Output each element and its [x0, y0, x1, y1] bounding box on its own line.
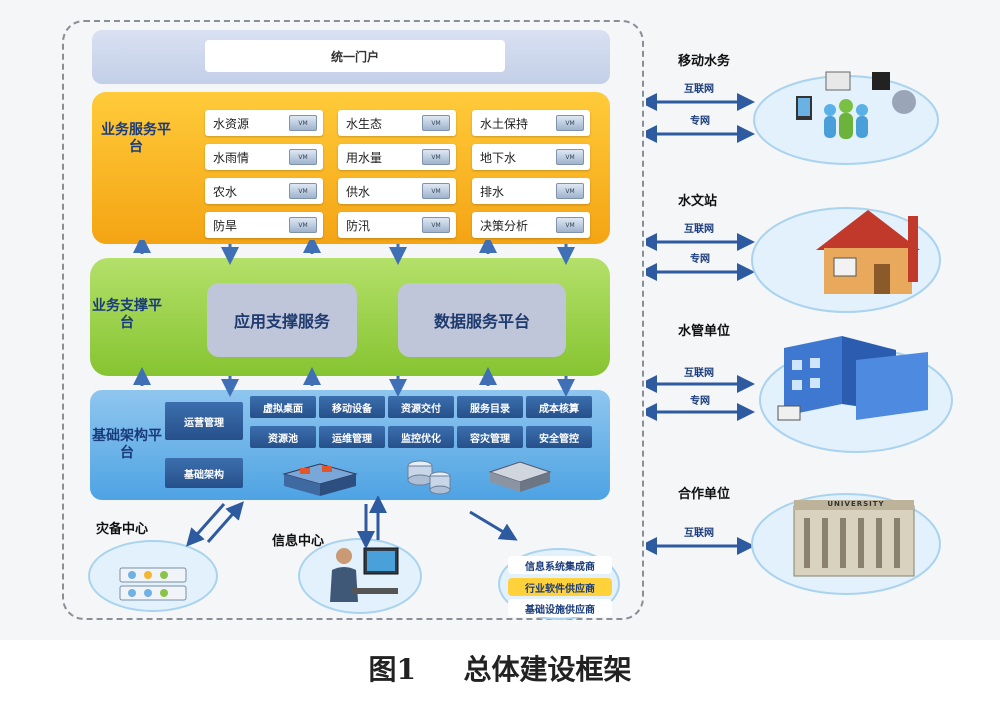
service-3-1[interactable]: 防汛 VM	[338, 212, 456, 238]
service-0-0[interactable]: 水资源 VM	[205, 110, 323, 136]
service-1-2[interactable]: 地下水 VM	[472, 144, 590, 170]
business-platform-label: 业务服务平台	[101, 122, 171, 155]
external-node-label-0: 移动水务	[678, 54, 731, 69]
external-node-label-1: 水文站	[678, 194, 718, 209]
server-rack-icon	[282, 463, 358, 496]
infra-row2-2[interactable]: 监控优化	[388, 426, 454, 448]
figure-title: 总体建设框架	[463, 653, 632, 686]
infra-row1-4[interactable]: 成本核算	[526, 396, 592, 418]
vm-icon: VM	[556, 183, 584, 199]
water-management-unit-cloud	[759, 336, 953, 453]
infra-platform-label: 基础架构平台	[92, 428, 162, 461]
service-label: 防汛	[346, 218, 371, 233]
network-link-label: 互联网	[684, 368, 714, 379]
figure-caption: 图1 总体建设框架	[0, 648, 1000, 688]
service-label: 水生态	[346, 116, 383, 131]
university-sign: UNIVERSITY	[827, 500, 885, 508]
info-center-cloud	[298, 538, 422, 614]
service-1-1[interactable]: 用水量 VM	[338, 144, 456, 170]
service-1-0[interactable]: 水雨情 VM	[205, 144, 323, 170]
hydrological-station-cloud	[751, 207, 941, 313]
external-illustrations	[646, 71, 953, 595]
figure-number: 图1	[368, 653, 416, 686]
external-link-arrows	[646, 93, 755, 555]
vendor-infrastructure[interactable]: 基础设施供应商	[508, 599, 612, 617]
service-0-1[interactable]: 水生态 VM	[338, 110, 456, 136]
service-label: 供水	[346, 184, 371, 199]
network-link-label: 专网	[690, 396, 710, 407]
vm-icon: VM	[289, 217, 317, 233]
service-label: 排水	[480, 184, 505, 199]
storage-disks-icon	[407, 460, 451, 495]
network-switch-icon	[488, 461, 552, 492]
vendor-system-integrator[interactable]: 信息系统集成商	[508, 556, 612, 574]
service-label: 地下水	[480, 150, 517, 165]
service-2-0[interactable]: 农水 VM	[205, 178, 323, 204]
info-center-label: 信息中心	[272, 534, 325, 549]
layer-connection-arrows	[133, 240, 575, 397]
network-link-label: 专网	[690, 116, 710, 127]
bottom-connection-arrows	[186, 496, 518, 549]
infra-row1-0[interactable]: 虚拟桌面	[250, 396, 316, 418]
backup-storage-icon	[119, 567, 187, 601]
network-link-label: 专网	[690, 254, 710, 265]
service-label: 用水量	[346, 150, 383, 165]
infra-row2-4[interactable]: 安全管控	[526, 426, 592, 448]
infra-devices-illustration	[282, 460, 552, 496]
service-label: 水土保持	[480, 116, 529, 131]
service-label: 水雨情	[213, 150, 250, 165]
network-link-label: 互联网	[684, 528, 714, 539]
operator-workstation-icon	[330, 547, 399, 602]
app-support-service-box[interactable]: 应用支撑服务	[207, 283, 357, 357]
vendor-industry-software[interactable]: 行业软件供应商	[508, 578, 612, 596]
vm-icon: VM	[556, 115, 584, 131]
service-2-2[interactable]: 排水 VM	[472, 178, 590, 204]
data-service-platform-box[interactable]: 数据服务平台	[398, 283, 566, 357]
vm-icon: VM	[289, 115, 317, 131]
external-node-label-2: 水管单位	[678, 324, 731, 339]
service-label: 防旱	[213, 218, 238, 233]
service-label: 农水	[213, 184, 238, 199]
vm-icon: VM	[289, 149, 317, 165]
partner-unit-cloud	[751, 493, 941, 595]
service-0-2[interactable]: 水土保持 VM	[472, 110, 590, 136]
infra-row2-1[interactable]: 运维管理	[319, 426, 385, 448]
network-link-label: 互联网	[684, 224, 714, 235]
vm-icon: VM	[556, 217, 584, 233]
service-3-0[interactable]: 防旱 VM	[205, 212, 323, 238]
service-label: 水资源	[213, 116, 250, 131]
infra-row1-1[interactable]: 移动设备	[319, 396, 385, 418]
base-architecture-box[interactable]: 基础架构	[165, 458, 243, 488]
vm-icon: VM	[289, 183, 317, 199]
vm-icon: VM	[422, 183, 450, 199]
network-link-label: 互联网	[684, 84, 714, 95]
infra-row2-3[interactable]: 容灾管理	[457, 426, 523, 448]
vm-icon: VM	[556, 149, 584, 165]
mobile-water-cloud	[753, 71, 939, 165]
service-label: 决策分析	[480, 218, 529, 233]
ops-management-box[interactable]: 运营管理	[165, 402, 243, 440]
vm-icon: VM	[422, 149, 450, 165]
service-2-1[interactable]: 供水 VM	[338, 178, 456, 204]
support-platform-label: 业务支撑平台	[92, 298, 162, 331]
platform-dashed-frame	[62, 20, 644, 620]
infra-row1-3[interactable]: 服务目录	[457, 396, 523, 418]
vm-icon: VM	[422, 217, 450, 233]
portal-box[interactable]: 统一门户	[205, 40, 505, 72]
infra-row1-2[interactable]: 资源交付	[388, 396, 454, 418]
vm-icon: VM	[422, 115, 450, 131]
backup-center-label: 灾备中心	[96, 522, 149, 537]
external-node-label-3: 合作单位	[678, 487, 731, 502]
service-3-2[interactable]: 决策分析 VM	[472, 212, 590, 238]
infra-row2-0[interactable]: 资源池	[250, 426, 316, 448]
